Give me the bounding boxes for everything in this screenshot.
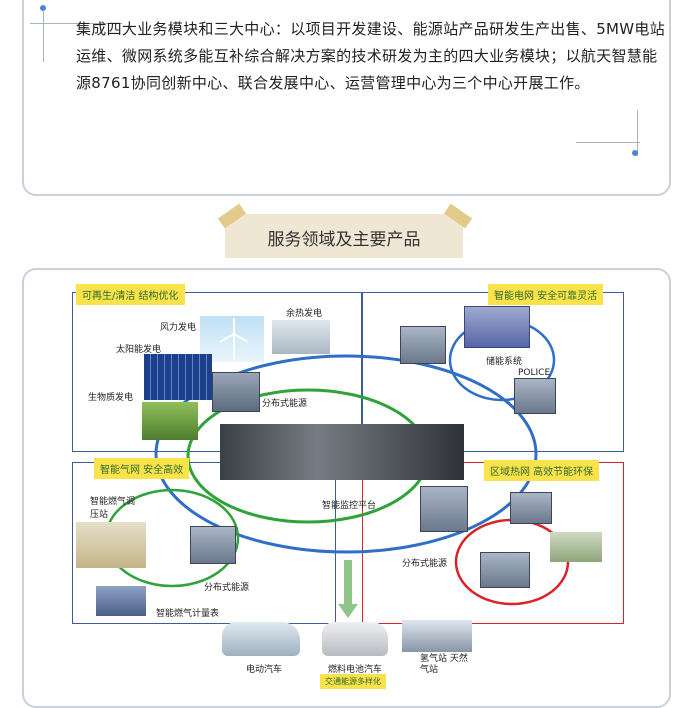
- wind-turbine-icon: [219, 318, 249, 360]
- solar-panel-image: [144, 354, 212, 400]
- label-inverter: POLICE: [518, 368, 551, 378]
- gas-station-image: [76, 522, 146, 568]
- label-distributed-3: 分布式能源: [402, 559, 448, 569]
- label-biomass: 生物质发电: [88, 393, 134, 403]
- electric-car-image: [222, 622, 300, 656]
- label-h2-station: 氢气站 天然气站: [420, 654, 468, 675]
- label-storage: 储能系统: [486, 357, 523, 367]
- section-banner: 服务领域及主要产品: [217, 203, 473, 258]
- heat-building-center: [420, 486, 468, 532]
- tag-district-heat: 区域热网 高效节能环保: [484, 460, 600, 481]
- grid-building-left: [400, 326, 446, 364]
- label-distributed-1: 分布式能源: [262, 399, 308, 409]
- waste-heat-plant-image: [272, 320, 330, 354]
- tag-transport: 交通能源多样化: [320, 674, 386, 689]
- label-monitoring: 智能监控平台: [322, 501, 377, 511]
- label-wind: 风力发电: [160, 323, 197, 333]
- intro-paragraph: 集成四大业务模块和三大中心：以项目开发建设、能源站产品研发生产出售、5MW电站运…: [76, 20, 666, 92]
- storage-system-image: [464, 306, 530, 348]
- corner-line-horizontal-left: [30, 23, 122, 24]
- banner-background: [225, 214, 463, 258]
- corner-line-horizontal-right: [576, 142, 640, 143]
- corner-dot-top-left: [40, 5, 46, 11]
- distributed-energy-building-2: [190, 526, 236, 564]
- intro-card: 集成四大业务模块和三大中心：以项目开发建设、能源站产品研发生产出售、5MW电站运…: [22, 0, 671, 196]
- gas-meter-house-image: [96, 586, 146, 616]
- heat-house-image: [550, 532, 602, 562]
- diagram-card: 可再生/清洁 结构优化 智能电网 安全可靠灵活 智能气网 安全高效 区域热网 高…: [22, 268, 671, 708]
- blue-ring: [154, 354, 538, 554]
- tag-renewable: 可再生/清洁 结构优化: [76, 284, 185, 305]
- corner-line-vertical-left: [43, 10, 44, 62]
- heat-storage-unit: [480, 552, 530, 588]
- hydrogen-station-image: [402, 620, 472, 652]
- down-arrow-icon: [338, 560, 358, 618]
- banner-title: 服务领域及主要产品: [267, 230, 421, 250]
- label-solar: 太阳能发电: [116, 345, 162, 355]
- label-fcv: 燃料电池汽车: [328, 665, 383, 675]
- corner-line-vertical-right: [637, 110, 638, 156]
- label-gas-station: 智能燃气调压站: [90, 497, 136, 520]
- distributed-energy-building-1: [212, 372, 260, 412]
- quadrant-smart-gas: [72, 462, 336, 624]
- monitoring-center-image: [220, 424, 464, 480]
- label-distributed-2: 分布式能源: [204, 583, 250, 593]
- label-waste-heat: 余热发电: [286, 309, 323, 319]
- label-ev: 电动汽车: [246, 665, 283, 675]
- label-gas-meter: 智能燃气计量表: [156, 609, 220, 619]
- grid-building-right: [514, 378, 556, 414]
- tag-smart-gas: 智能气网 安全高效: [94, 458, 190, 479]
- heat-building-right: [510, 492, 552, 524]
- biomass-image: [142, 402, 198, 440]
- corner-dot-bottom-right: [632, 150, 638, 156]
- tag-smart-grid: 智能电网 安全可靠灵活: [488, 284, 604, 305]
- fuel-cell-car-image: [322, 622, 388, 656]
- quadrant-renewable: [72, 292, 362, 452]
